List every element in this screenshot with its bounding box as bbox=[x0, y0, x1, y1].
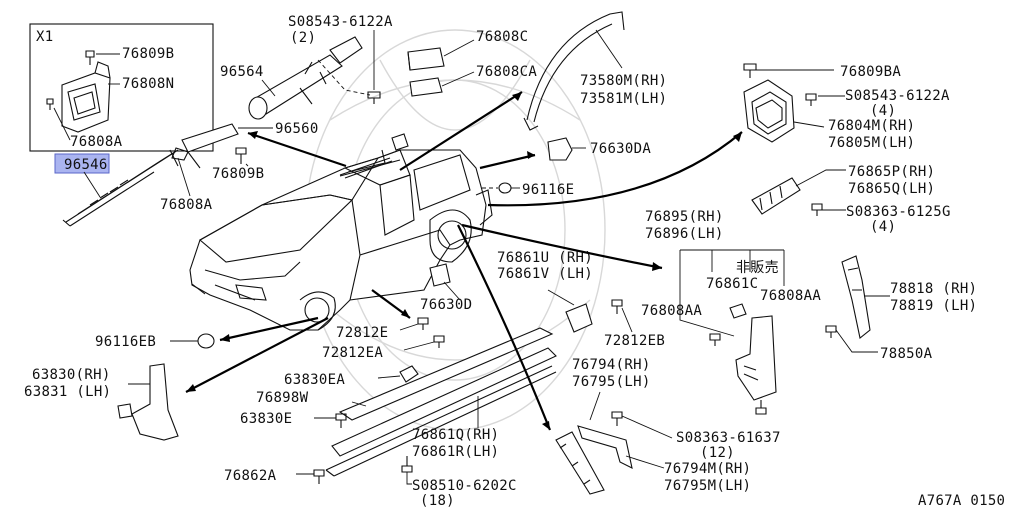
label-76795M: 76795M(LH) bbox=[664, 478, 751, 494]
label-76861V: 76861V (LH) bbox=[497, 266, 593, 282]
label-76805M: 76805M(LH) bbox=[828, 135, 915, 151]
label-72812EB: 72812EB bbox=[604, 333, 665, 349]
diagram-id: A767A 0150 bbox=[918, 493, 1005, 509]
part-screw-76808AA bbox=[709, 333, 721, 346]
label-08510-6202C: S08510-6202C bbox=[412, 478, 517, 494]
label-08543-qty-top: (2) bbox=[290, 30, 316, 46]
part-pads-76808C bbox=[407, 47, 445, 97]
label-hanbai: 非販売 bbox=[736, 260, 779, 276]
label-76861C: 76861C bbox=[706, 276, 758, 292]
label-76630DA: 76630DA bbox=[590, 141, 651, 157]
label-76865Q: 76865Q(LH) bbox=[848, 181, 935, 197]
part-guard-78818 bbox=[841, 255, 871, 339]
pointer-arrows bbox=[185, 91, 743, 431]
label-76808AA-right: 76808AA bbox=[760, 288, 821, 304]
label-76630D: 76630D bbox=[420, 297, 472, 313]
label-78850A: 78850A bbox=[880, 346, 933, 362]
part-bracket-76804M bbox=[743, 79, 795, 143]
part-screw-72812EB bbox=[611, 299, 623, 314]
label-76808C: 76808C bbox=[476, 29, 528, 45]
label-76809B-inset: 76809B bbox=[122, 46, 174, 62]
label-76898W: 76898W bbox=[256, 390, 309, 406]
label-78819: 78819 (LH) bbox=[890, 298, 977, 314]
part-screw-08363-right bbox=[811, 203, 823, 216]
part-bracket-76861U bbox=[565, 303, 593, 333]
part-cover-76630DA bbox=[547, 137, 573, 161]
part-screw-08363-bottom bbox=[611, 411, 623, 426]
label-63830E: 63830E bbox=[240, 411, 292, 427]
part-screw-08543-right bbox=[805, 93, 817, 106]
group-bracket-76895 bbox=[679, 249, 785, 337]
label-76809B: 76809B bbox=[212, 166, 264, 182]
part-screw-08510 bbox=[401, 456, 413, 473]
label-76808CA: 76808CA bbox=[476, 64, 537, 80]
label-63830EA: 63830EA bbox=[284, 372, 345, 388]
part-bracket-76865P bbox=[751, 177, 801, 215]
part-screw-08543-top bbox=[367, 91, 381, 104]
inset-title: X1 bbox=[36, 29, 53, 45]
part-vehicle-body bbox=[189, 133, 493, 331]
label-76861R: 76861R(LH) bbox=[412, 444, 499, 460]
label-08543-6122A-top: S08543-6122A bbox=[288, 14, 393, 30]
label-08543-6122A-right: S08543-6122A bbox=[845, 88, 950, 104]
label-76808AA-left: 76808AA bbox=[641, 303, 702, 319]
label-08363-6125G: S08363-6125G bbox=[846, 204, 951, 220]
label-78818: 78818 (RH) bbox=[890, 281, 977, 297]
label-72812EA: 72812EA bbox=[322, 345, 383, 361]
label-76795: 76795(LH) bbox=[572, 374, 651, 390]
part-antenna-motor bbox=[248, 36, 371, 120]
part-screw-76809BA bbox=[743, 63, 757, 78]
label-63830: 63830(RH) bbox=[32, 367, 111, 383]
label-08363-qty-right: (4) bbox=[870, 219, 896, 235]
part-screw-76862A bbox=[313, 469, 325, 484]
label-08510-qty: (18) bbox=[420, 493, 455, 509]
label-76794: 76794(RH) bbox=[572, 357, 651, 373]
part-mudguard-rear bbox=[735, 315, 777, 401]
part-clip-63830E bbox=[335, 413, 347, 428]
label-76809BA: 76809BA bbox=[840, 64, 901, 80]
part-bracket-76794 bbox=[555, 425, 633, 495]
part-mudguard-front bbox=[117, 363, 179, 441]
part-clip-76861C bbox=[729, 303, 747, 319]
label-76804M: 76804M(RH) bbox=[828, 118, 915, 134]
part-grommet-96116EB bbox=[197, 333, 215, 349]
label-76862A: 76862A bbox=[224, 468, 277, 484]
label-72812E: 72812E bbox=[336, 325, 388, 341]
part-grommet-96116E bbox=[498, 182, 512, 194]
part-antenna-tube bbox=[169, 123, 239, 169]
label-76808N: 76808N bbox=[122, 76, 174, 92]
part-sill-molding bbox=[325, 327, 557, 477]
part-weatherstrip-73580M bbox=[523, 11, 625, 131]
part-roof-antenna bbox=[339, 157, 393, 179]
label-76865P: 76865P(RH) bbox=[848, 164, 935, 180]
part-screw-72812E bbox=[417, 317, 429, 330]
label-76861U: 76861U (RH) bbox=[497, 250, 593, 266]
label-08363-61637: S08363-61637 bbox=[676, 430, 781, 446]
label-76808A: 76808A bbox=[160, 197, 213, 213]
label-96546: 96546 bbox=[64, 157, 108, 173]
label-96116EB: 96116EB bbox=[95, 334, 156, 350]
label-08543-qty-right: (4) bbox=[870, 103, 896, 119]
label-96564: 96564 bbox=[220, 64, 264, 80]
label-76808A-inset: 76808A bbox=[70, 134, 123, 150]
label-96116E: 96116E bbox=[522, 182, 574, 198]
label-76861Q: 76861Q(RH) bbox=[412, 427, 499, 443]
part-clip-63830EA bbox=[399, 365, 419, 383]
label-76896: 76896(LH) bbox=[645, 226, 724, 242]
label-76895: 76895(RH) bbox=[645, 209, 724, 225]
part-screw-76809B bbox=[235, 147, 247, 164]
part-antenna-mast bbox=[54, 149, 179, 227]
label-76794M: 76794M(RH) bbox=[664, 461, 751, 477]
label-08363-qty-bottom: (12) bbox=[700, 445, 735, 461]
highlight-96546 bbox=[54, 153, 110, 174]
label-96560: 96560 bbox=[275, 121, 319, 137]
inset-x1: X1 bbox=[29, 23, 214, 152]
label-63831: 63831 (LH) bbox=[24, 384, 111, 400]
part-screw-72812EA bbox=[433, 335, 445, 348]
part-screw-78850A bbox=[825, 325, 837, 338]
label-73581M: 73581M(LH) bbox=[580, 91, 667, 107]
label-73580M: 73580M(RH) bbox=[580, 73, 667, 89]
